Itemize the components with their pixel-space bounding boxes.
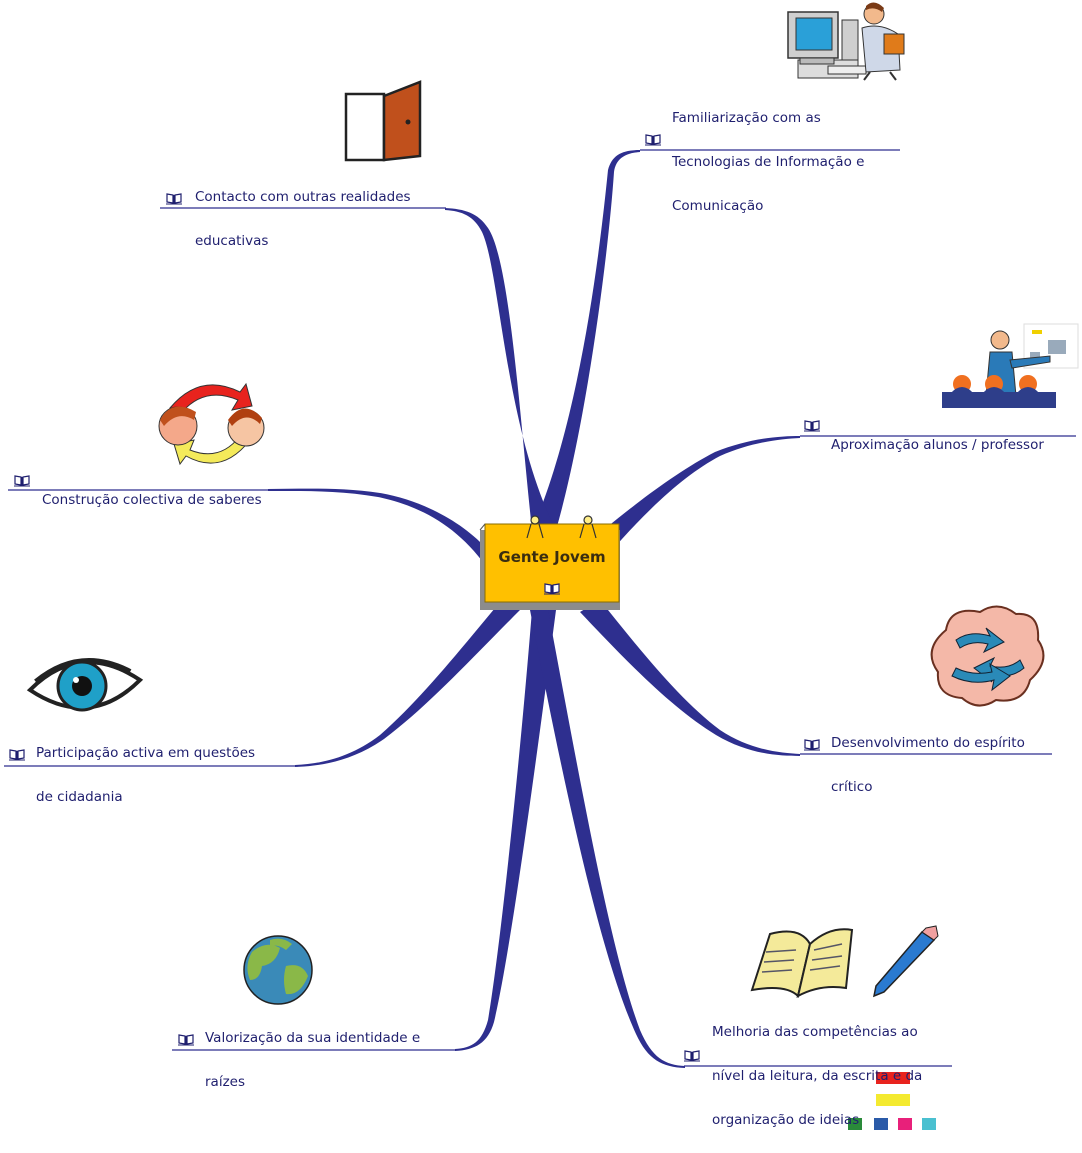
branch-participacao — [295, 602, 520, 767]
book-icon — [177, 1034, 195, 1046]
branch-valorizacao — [455, 610, 556, 1051]
label-line: de cidadania — [36, 789, 123, 805]
underlines — [4, 149, 1076, 1067]
book-pencil-icon — [750, 925, 939, 998]
branch-label-melhoria[interactable]: Melhoria das competências ao nível da le… — [712, 999, 922, 1153]
branch-contacto — [445, 208, 556, 530]
label-line: Desenvolvimento do espírito — [831, 735, 1025, 751]
branch-label-tic[interactable]: Familiarização com as Tecnologias de Inf… — [672, 85, 864, 239]
eye-icon — [26, 658, 144, 712]
branch-critico — [580, 600, 800, 756]
branch-label-construcao[interactable]: Construção colectiva de saberes — [42, 467, 262, 533]
label-line: raízes — [205, 1074, 245, 1090]
branch-label-aproximacao[interactable]: Aproximação alunos / professor — [831, 412, 1044, 478]
label-line: Comunicação — [672, 198, 764, 214]
book-icon — [165, 193, 183, 205]
label-line: Construção colectiva de saberes — [42, 492, 262, 508]
branch-label-critico[interactable]: Desenvolvimento do espírito crítico — [831, 710, 1025, 820]
label-line: organização de ideias — [712, 1112, 860, 1128]
brain-icon — [930, 605, 1045, 707]
book-icon — [803, 420, 821, 432]
book-icons[interactable] — [8, 134, 821, 1062]
hook-icon — [526, 515, 597, 539]
branch-label-valorizacao[interactable]: Valorização da sua identidade e raízes — [205, 1005, 420, 1115]
branch-construcao — [268, 488, 486, 566]
color-legend — [848, 1072, 936, 1130]
branch-aproximacao — [606, 436, 800, 550]
label-line: Participação activa em questões — [36, 745, 256, 761]
people-exchange-icon — [158, 382, 265, 466]
label-line: Tecnologias de Informação e — [672, 154, 865, 170]
globe-icon — [243, 935, 313, 1005]
teacher-presentation-icon — [942, 323, 1079, 408]
label-line: Valorização da sua identidade e — [205, 1030, 421, 1046]
book-icon — [644, 134, 662, 146]
branch-melhoria — [530, 610, 685, 1068]
center-book-icon — [543, 583, 561, 595]
branch-label-participacao[interactable]: Participação activa em questões de cidad… — [36, 720, 255, 830]
book-icon — [13, 475, 31, 487]
book-icon — [8, 749, 26, 761]
door-icon — [344, 80, 422, 162]
label-line: Familiarização com as — [672, 110, 821, 126]
label-line: Contacto com outras realidades — [195, 189, 411, 205]
branch-label-contacto[interactable]: Contacto com outras realidades educativa… — [195, 164, 411, 274]
book-icon — [803, 739, 821, 751]
branches — [268, 150, 800, 1068]
label-line: nível da leitura, da escrita e da — [712, 1068, 923, 1084]
center-title[interactable]: Gente Jovem — [498, 548, 606, 566]
book-icon — [683, 1050, 701, 1062]
center-node[interactable] — [479, 515, 620, 610]
label-line: educativas — [195, 233, 269, 249]
label-line: Melhoria das competências ao — [712, 1024, 918, 1040]
computer-user-icon — [787, 2, 905, 81]
label-line: crítico — [831, 779, 873, 795]
branch-tic — [532, 150, 640, 530]
label-line: Aproximação alunos / professor — [831, 437, 1044, 453]
